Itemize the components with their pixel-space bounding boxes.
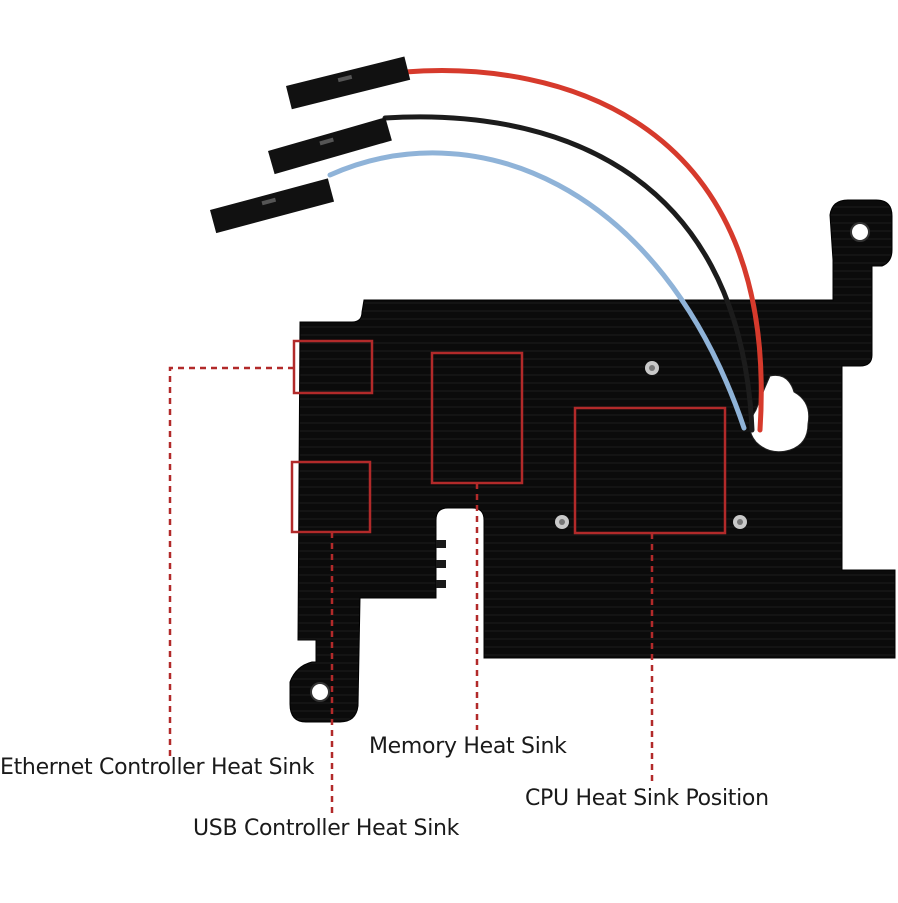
mounting-hole [310, 682, 330, 702]
blue-wire [327, 150, 747, 431]
ethernet-heat-sink-label: Ethernet Controller Heat Sink [0, 755, 315, 780]
ethernet-leader-line [168, 366, 294, 757]
mounting-hole [850, 222, 870, 242]
slot-tooth [436, 540, 446, 548]
cable-notch [749, 374, 810, 453]
usb-heat-sink-label: USB Controller Heat Sink [193, 816, 460, 841]
black-wire [382, 114, 755, 433]
screw [555, 515, 569, 529]
red-wire [402, 68, 764, 433]
screw [733, 515, 747, 529]
dupont-connector [210, 178, 335, 234]
dupont-connector [268, 117, 392, 175]
slot-tooth [436, 580, 446, 588]
slot-tooth [436, 560, 446, 568]
memory-heat-sink-label: Memory Heat Sink [369, 734, 567, 759]
cpu-heat-sink-label: CPU Heat Sink Position [525, 786, 769, 811]
dupont-connector [286, 56, 411, 110]
cpu-heat-sink-box [573, 406, 727, 535]
mounting-plate [289, 199, 896, 723]
screw [645, 361, 659, 375]
